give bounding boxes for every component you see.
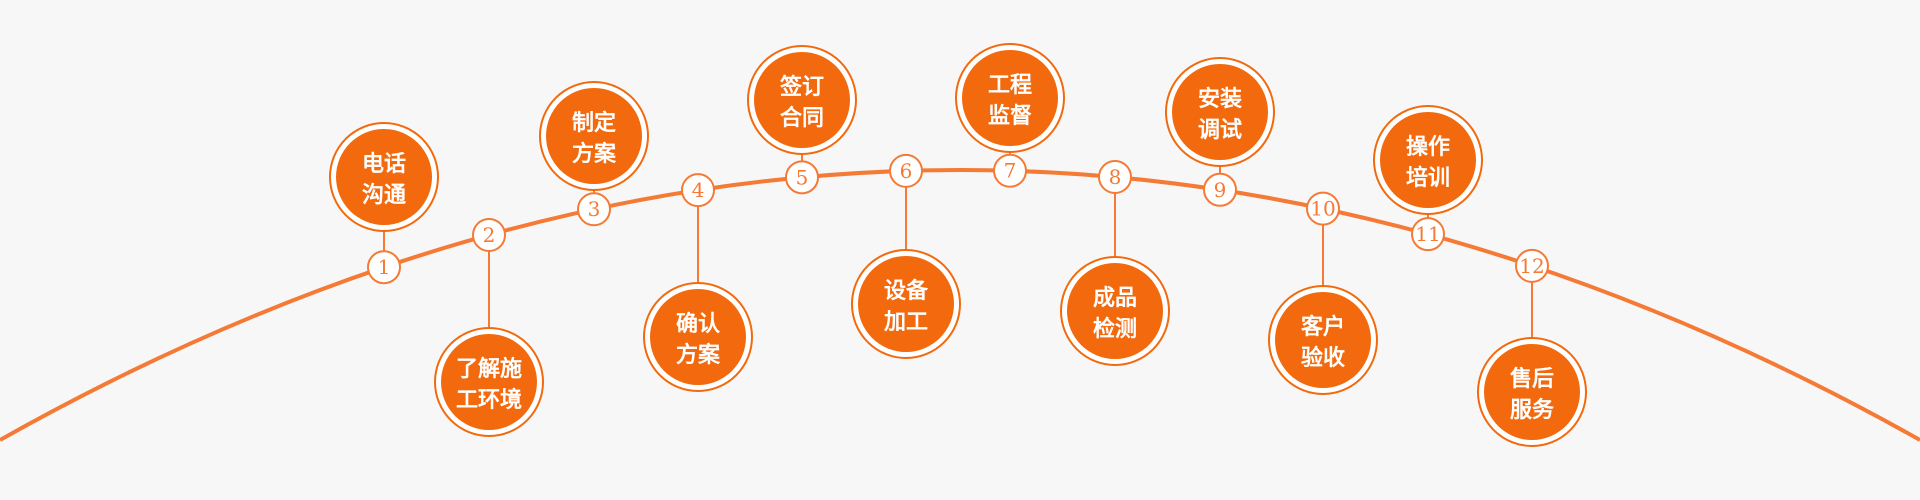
step-label-line-1: 安装 [1198, 86, 1242, 112]
step-label-line-2: 验收 [1301, 345, 1345, 371]
step-number: 5 [796, 165, 809, 189]
step-label-line-2: 加工 [883, 310, 928, 335]
step-bubble [336, 129, 432, 225]
step-marker [577, 192, 611, 227]
step-marker [1098, 160, 1132, 195]
step-number: 6 [900, 159, 913, 183]
process-arc [0, 168, 1920, 442]
step-bubble [546, 88, 642, 184]
step-number: 4 [692, 178, 705, 202]
step-label-line-2: 方案 [572, 141, 617, 167]
step-bubble [1172, 64, 1268, 160]
step-bubble [1275, 292, 1371, 388]
step-label-line-1: 操作 [1406, 135, 1450, 160]
step-marker [785, 160, 819, 195]
step-bubble [1380, 112, 1476, 208]
step-number: 1 [378, 255, 391, 279]
step-label-line-1: 成品 [1093, 286, 1137, 311]
step-label-line-2: 检测 [1093, 316, 1137, 342]
step-bubble [1067, 263, 1163, 359]
step-number: 7 [1004, 159, 1017, 183]
step-label-line-1: 签订 [779, 74, 824, 100]
step-marker [1411, 217, 1445, 252]
step-marker [681, 173, 715, 208]
step-label-line-1: 售后 [1510, 366, 1554, 392]
step-bubble [858, 256, 954, 352]
step-label-line-2: 调试 [1198, 118, 1242, 143]
step-marker [1515, 248, 1549, 283]
step-label-line-1: 设备 [884, 278, 929, 304]
step-label-line-1: 制定 [572, 110, 616, 136]
step-marker [1203, 172, 1237, 207]
step-label-line-1: 电话 [362, 152, 406, 177]
step-bubble [962, 50, 1058, 146]
step-label-line-1: 了解施 [456, 356, 522, 382]
step-label-line-2: 沟通 [362, 182, 406, 208]
step-label-line-2: 合同 [780, 105, 824, 131]
step-number: 11 [1415, 222, 1440, 246]
step-marker [367, 250, 401, 285]
step-label-line-1: 工程 [988, 73, 1032, 98]
step-number: 9 [1214, 178, 1227, 202]
step-label-line-2: 方案 [676, 342, 721, 368]
step-number: 2 [483, 223, 496, 247]
step-label-line-2: 监督 [988, 103, 1032, 129]
step-label-line-2: 服务 [1510, 398, 1555, 423]
step-marker [1306, 191, 1340, 226]
step-bubble [441, 334, 537, 430]
step-bubble [754, 52, 850, 148]
step-number: 3 [588, 197, 601, 221]
step-marker [993, 153, 1027, 188]
step-label-line-1: 客户 [1301, 314, 1345, 340]
step-number: 8 [1109, 165, 1122, 189]
steps-layer: 1电话沟通2了解施工环境3制定方案4确认方案5签订合同6设备加工7工程监督8成品… [329, 43, 1587, 447]
step-number: 10 [1310, 197, 1335, 221]
step-label-line-1: 确认 [676, 311, 720, 337]
step-bubble [1484, 344, 1580, 440]
step-label-line-2: 培训 [1406, 165, 1450, 191]
step-marker [889, 153, 923, 188]
step-marker [472, 217, 506, 252]
step-label-line-2: 工环境 [456, 387, 522, 413]
step-bubble [650, 289, 746, 385]
step-number: 12 [1519, 254, 1544, 278]
